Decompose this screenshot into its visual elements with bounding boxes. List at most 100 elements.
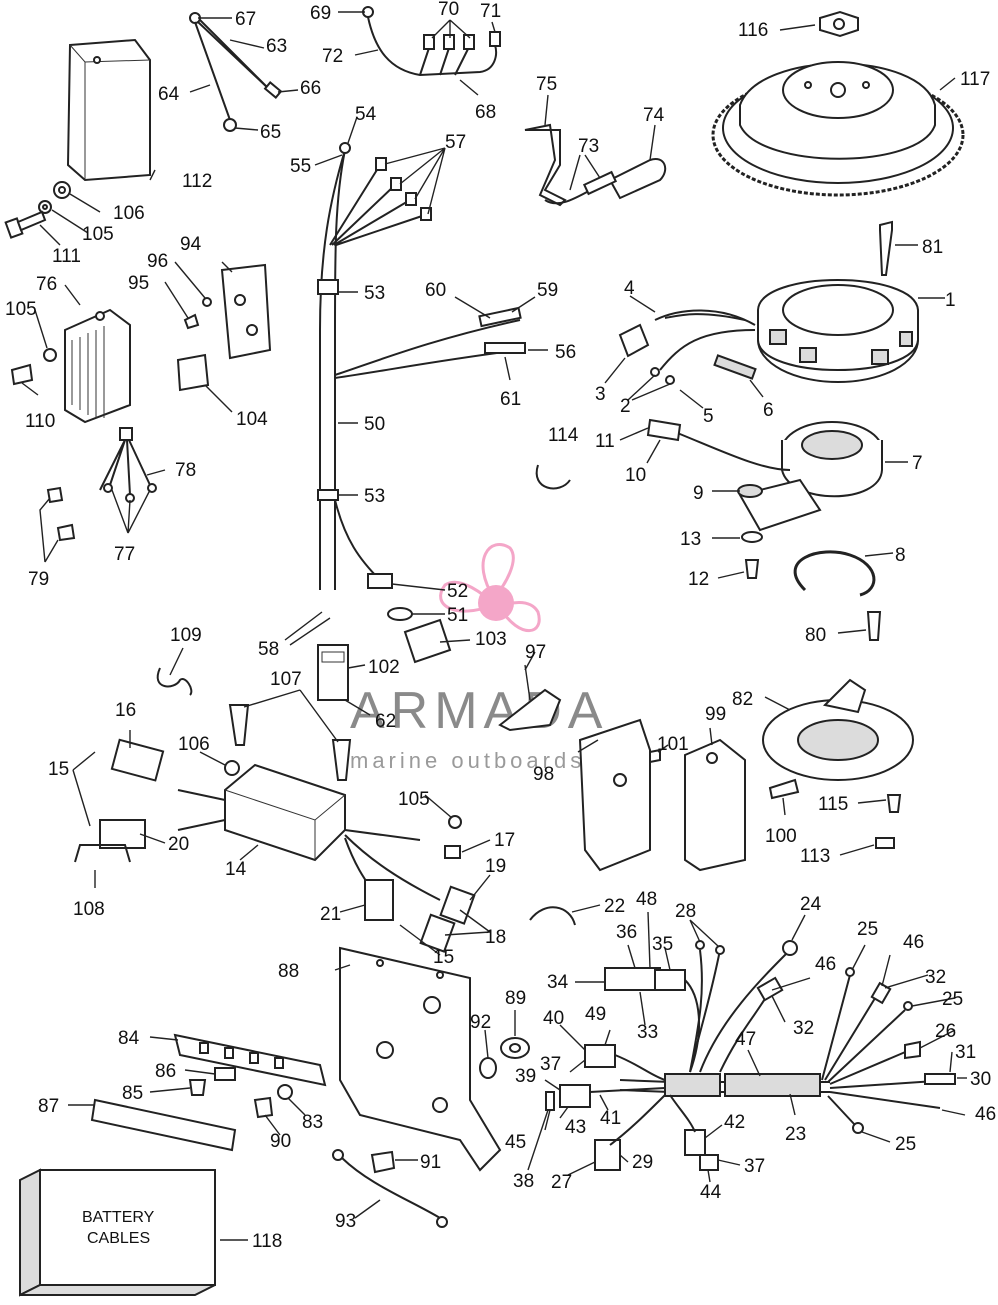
callout-42: 42 — [724, 1112, 745, 1133]
callout-66: 66 — [300, 78, 321, 99]
callout-15a: 15 — [48, 759, 69, 780]
callout-58: 58 — [258, 639, 279, 660]
callout-77: 77 — [114, 544, 135, 565]
connector-103 — [403, 618, 452, 664]
callout-36: 36 — [616, 922, 637, 943]
callout-92: 92 — [470, 1012, 491, 1033]
washer-106-top — [53, 181, 71, 199]
callout-2a: 2 — [620, 396, 631, 417]
clip-86 — [214, 1067, 236, 1081]
callout-60: 60 — [425, 280, 446, 301]
clip-22 — [529, 906, 576, 926]
screw-115 — [886, 794, 902, 813]
callout-65: 65 — [260, 122, 281, 143]
battery-box-line1: BATTERY — [82, 1209, 155, 1226]
callout-labels: 1 2 3 4 5 6 7 8 9 10 11 12 13 14 15 15 1… — [5, 0, 996, 1252]
callout-82: 82 — [732, 689, 753, 710]
callout-55: 55 — [290, 156, 311, 177]
watermark-brand: ARMADA — [350, 682, 608, 740]
callout-44: 44 — [700, 1182, 722, 1203]
callout-105a: 105 — [82, 224, 114, 245]
stator-leads — [618, 309, 757, 385]
washer-96 — [202, 297, 212, 307]
callout-95: 95 — [128, 273, 149, 294]
callout-34: 34 — [547, 972, 569, 993]
callout-107: 107 — [270, 669, 302, 690]
callout-45: 45 — [505, 1132, 526, 1153]
callout-15b: 15 — [433, 947, 454, 968]
callout-83: 83 — [302, 1112, 323, 1133]
washer-9 — [737, 484, 763, 498]
callout-97: 97 — [525, 642, 546, 663]
callout-20: 20 — [168, 834, 189, 855]
bolt-107b — [331, 739, 352, 781]
callout-35: 35 — [652, 934, 673, 955]
callout-70: 70 — [438, 0, 459, 20]
terminal-block-84 — [173, 1033, 327, 1087]
callout-51: 51 — [447, 605, 468, 626]
callout-74: 74 — [643, 105, 665, 126]
callout-25b: 25 — [942, 989, 963, 1010]
clip-109 — [156, 667, 193, 696]
mounting-plate-88 — [339, 946, 502, 1172]
callout-114: 114 — [548, 425, 579, 446]
callout-41: 41 — [600, 1108, 621, 1129]
regulator-leads — [46, 427, 157, 542]
callout-79: 79 — [28, 569, 49, 590]
callout-84: 84 — [118, 1028, 140, 1049]
callout-12: 12 — [688, 569, 709, 590]
callout-18: 18 — [485, 927, 506, 948]
callout-8: 8 — [895, 545, 906, 566]
callout-106a: 106 — [113, 203, 145, 224]
callout-11: 11 — [595, 431, 615, 452]
callout-73: 73 — [578, 136, 599, 157]
callout-111: 111 — [52, 246, 81, 267]
callout-32b: 32 — [793, 1018, 814, 1039]
washer-13 — [741, 531, 763, 543]
callout-6: 6 — [763, 400, 774, 421]
clip-17 — [444, 845, 461, 859]
callout-57: 57 — [445, 132, 466, 153]
callout-109: 109 — [170, 625, 202, 646]
callout-100: 100 — [765, 826, 797, 847]
callout-72: 72 — [322, 46, 343, 67]
callout-56: 56 — [555, 342, 576, 363]
callout-81: 81 — [922, 237, 943, 258]
watermark-tagline: marine outboards — [350, 748, 585, 773]
callout-25c: 25 — [895, 1134, 916, 1155]
connector-102 — [317, 644, 349, 701]
spark-plug-lead — [524, 123, 667, 207]
harness-23 — [545, 940, 956, 1171]
callout-30: 30 — [970, 1069, 991, 1090]
callout-110: 110 — [25, 411, 55, 432]
screw-91 — [370, 1150, 396, 1174]
callout-19: 19 — [485, 856, 506, 877]
callout-61: 61 — [500, 389, 521, 410]
callout-3: 3 — [595, 384, 606, 405]
callout-112: 112 — [182, 171, 212, 192]
callout-37b: 37 — [744, 1156, 765, 1177]
battery-box-line2: CABLES — [87, 1230, 150, 1247]
callout-13: 13 — [680, 529, 701, 550]
callout-9: 9 — [693, 483, 704, 504]
callout-102: 102 — [368, 657, 400, 678]
callout-118: 118 — [252, 1231, 282, 1252]
callout-75: 75 — [536, 74, 557, 95]
callout-40: 40 — [543, 1008, 564, 1029]
callout-67: 67 — [235, 9, 256, 30]
washer-83 — [277, 1084, 293, 1100]
callout-46c: 46 — [975, 1104, 996, 1125]
screw-85 — [188, 1079, 207, 1096]
stator-1 — [757, 279, 919, 383]
callout-23: 23 — [785, 1124, 806, 1145]
callout-22: 22 — [604, 896, 625, 917]
callout-87: 87 — [38, 1096, 59, 1117]
callout-103: 103 — [475, 629, 507, 650]
washer-105-left — [43, 348, 57, 362]
callout-93: 93 — [335, 1211, 356, 1232]
callout-28: 28 — [675, 901, 696, 922]
flywheel-117 — [711, 61, 965, 197]
timer-base-7 — [646, 418, 883, 532]
callout-17: 17 — [494, 830, 515, 851]
